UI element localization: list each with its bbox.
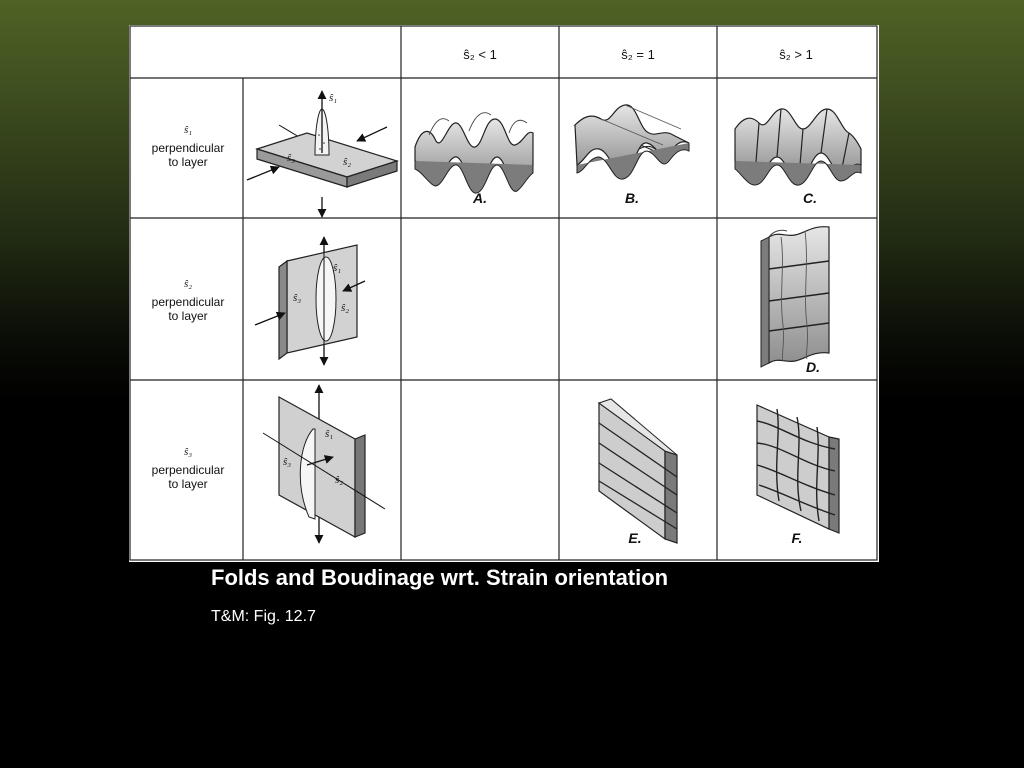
panel-caption-e: E. bbox=[628, 530, 641, 546]
panel-caption-a: A. bbox=[472, 190, 487, 206]
panel-b-cylindrical-folds: B. bbox=[573, 104, 690, 206]
row-label-line1: perpendicular bbox=[152, 295, 225, 309]
strain-diagram-s1-perpendicular: ŝ₁ ŝ₂ ŝ₃ bbox=[246, 90, 399, 218]
row-label-line1: perpendicular bbox=[152, 463, 225, 477]
panel-caption-b: B. bbox=[625, 190, 639, 206]
row-label-s2: ŝ₂ perpendicular to layer bbox=[152, 278, 225, 323]
s1-label: ŝ₁ bbox=[329, 92, 337, 104]
row-label-axis: ŝ₁ bbox=[184, 124, 192, 136]
panel-caption-f: F. bbox=[792, 530, 803, 546]
panel-c-boudinaged-folds: C. bbox=[734, 108, 862, 206]
column-header-s2-gt-1: ŝ₂ > 1 bbox=[779, 47, 813, 62]
column-header-s2-lt-1: ŝ₂ < 1 bbox=[463, 47, 497, 62]
row-label-s3: ŝ₃ perpendicular to layer bbox=[152, 446, 225, 491]
panel-e-planar-boudinage: E. bbox=[597, 398, 678, 546]
panel-d-vertical-boudins: D. bbox=[760, 226, 830, 375]
panel-caption-c: C. bbox=[803, 190, 817, 206]
row-label-line2: to layer bbox=[168, 155, 207, 169]
row-label-axis: ŝ₃ bbox=[184, 446, 192, 458]
table-grid bbox=[129, 25, 878, 561]
row-label-axis: ŝ₂ bbox=[184, 278, 192, 290]
s2-label: ŝ₂ bbox=[343, 156, 351, 168]
slide-title: Folds and Boudinage wrt. Strain orientat… bbox=[211, 565, 669, 590]
row-label-line1: perpendicular bbox=[152, 141, 225, 155]
s3-label: ŝ₃ bbox=[283, 456, 291, 468]
s2-label: ŝ₂ bbox=[335, 474, 343, 486]
column-header-s2-eq-1: ŝ₂ = 1 bbox=[621, 47, 655, 62]
panel-f-chocolate-tablet-boudinage: F. bbox=[756, 404, 840, 546]
strain-diagram-s2-perpendicular: ŝ₁ ŝ₂ ŝ₃ bbox=[254, 236, 366, 366]
strain-orientation-figure: ŝ₂ < 1 ŝ₂ = 1 ŝ₂ > 1 ŝ₁ perpendicular to… bbox=[129, 25, 879, 562]
panel-a-dome-basin-folds: A. bbox=[414, 112, 534, 206]
s3-label: ŝ₃ bbox=[287, 152, 295, 164]
panel-caption-d: D. bbox=[806, 359, 820, 375]
s1-label: ŝ₁ bbox=[333, 262, 341, 274]
strain-diagram-s3-perpendicular: ŝ₁ ŝ₂ ŝ₃ bbox=[262, 384, 386, 544]
s3-label: ŝ₃ bbox=[293, 292, 301, 304]
s2-label: ŝ₂ bbox=[341, 302, 349, 314]
s1-label: ŝ₁ bbox=[325, 428, 333, 440]
slide-source-citation: T&M: Fig. 12.7 bbox=[211, 608, 316, 625]
row-label-s1: ŝ₁ perpendicular to layer bbox=[152, 124, 225, 169]
row-label-line2: to layer bbox=[168, 477, 207, 491]
row-label-line2: to layer bbox=[168, 309, 207, 323]
